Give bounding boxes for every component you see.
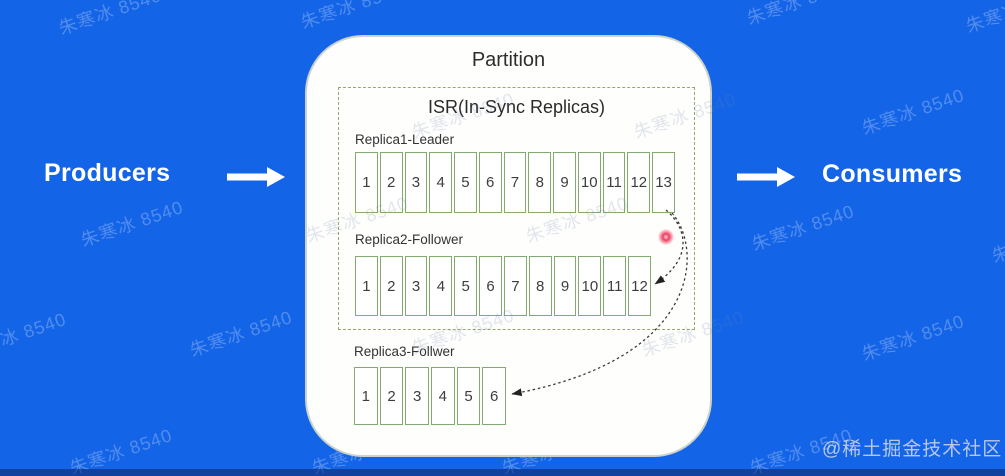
diagonal-watermark: 朱寒冰 8540 bbox=[744, 0, 853, 29]
partition-title: Partition bbox=[471, 49, 546, 71]
log-cell: 3 bbox=[404, 256, 428, 316]
bottom-edge-bar bbox=[0, 469, 1005, 476]
log-cell: 6 bbox=[482, 367, 507, 425]
diagonal-watermark: 朱寒冰 8540 bbox=[989, 213, 1005, 267]
replica2-label: Replica2-Follower bbox=[355, 232, 464, 247]
diagonal-watermark: 朱寒冰 8540 bbox=[67, 424, 176, 476]
log-cell: 9 bbox=[553, 152, 576, 213]
log-cell: 8 bbox=[528, 152, 552, 213]
laser-pointer-dot bbox=[658, 229, 674, 245]
log-cell: 1 bbox=[355, 256, 378, 316]
diagonal-watermark: 朱寒冰 8540 bbox=[963, 0, 1005, 37]
log-cell: 12 bbox=[627, 152, 651, 213]
log-cell: 6 bbox=[478, 152, 502, 213]
log-cell: 2 bbox=[379, 256, 403, 316]
log-cell: 10 bbox=[578, 256, 602, 316]
log-cell: 4 bbox=[431, 367, 455, 425]
log-cell: 5 bbox=[456, 367, 481, 425]
log-cell: 3 bbox=[405, 367, 430, 425]
log-cell: 11 bbox=[602, 152, 626, 213]
diagonal-watermark: 朱寒冰 8540 bbox=[298, 0, 407, 33]
diagonal-watermark: 朱寒冰 8540 bbox=[78, 196, 187, 251]
diagonal-watermark: 朱寒冰 8540 bbox=[0, 308, 70, 363]
community-watermark: @稀土掘金技术社区 bbox=[822, 439, 1003, 460]
consumers-label: Consumers bbox=[822, 160, 963, 188]
diagonal-watermark: 朱寒冰 8540 bbox=[749, 200, 858, 255]
log-cell: 4 bbox=[429, 256, 453, 316]
partition-container: Partition ISR(In-Sync Replicas) Replica1… bbox=[305, 35, 712, 457]
right-arrow-icon bbox=[227, 167, 285, 187]
log-cell: 2 bbox=[379, 367, 404, 425]
log-cell: 3 bbox=[404, 152, 428, 213]
log-cell: 7 bbox=[503, 256, 527, 316]
diagonal-watermark: 朱寒冰 8540 bbox=[187, 306, 296, 361]
log-cell: 5 bbox=[454, 256, 478, 316]
log-cell: 5 bbox=[454, 152, 477, 213]
replica1-label: Replica1-Leader bbox=[355, 132, 455, 147]
replica3-label: Replica3-Follwer bbox=[354, 344, 455, 359]
diagonal-watermark: 朱寒冰 8540 bbox=[859, 84, 968, 139]
isr-title: ISR(In-Sync Replicas) bbox=[427, 97, 606, 117]
log-cell: 11 bbox=[603, 256, 627, 316]
log-cell: 6 bbox=[479, 256, 502, 316]
log-cell: 4 bbox=[429, 152, 453, 213]
producers-label: Producers bbox=[44, 159, 171, 187]
diagonal-watermark: 朱寒冰 8540 bbox=[56, 0, 165, 39]
log-cell: 9 bbox=[553, 256, 577, 316]
right-arrow-icon bbox=[737, 167, 795, 187]
log-cell: 10 bbox=[577, 152, 601, 213]
log-cell: 1 bbox=[355, 152, 378, 213]
log-cell: 8 bbox=[528, 256, 552, 316]
log-cell: 12 bbox=[628, 256, 651, 316]
log-cell: 13 bbox=[652, 152, 675, 213]
log-cell: 2 bbox=[379, 152, 403, 213]
diagonal-watermark: 朱寒冰 8540 bbox=[859, 310, 968, 365]
log-cell: 1 bbox=[354, 367, 378, 425]
log-cell: 7 bbox=[503, 152, 527, 213]
